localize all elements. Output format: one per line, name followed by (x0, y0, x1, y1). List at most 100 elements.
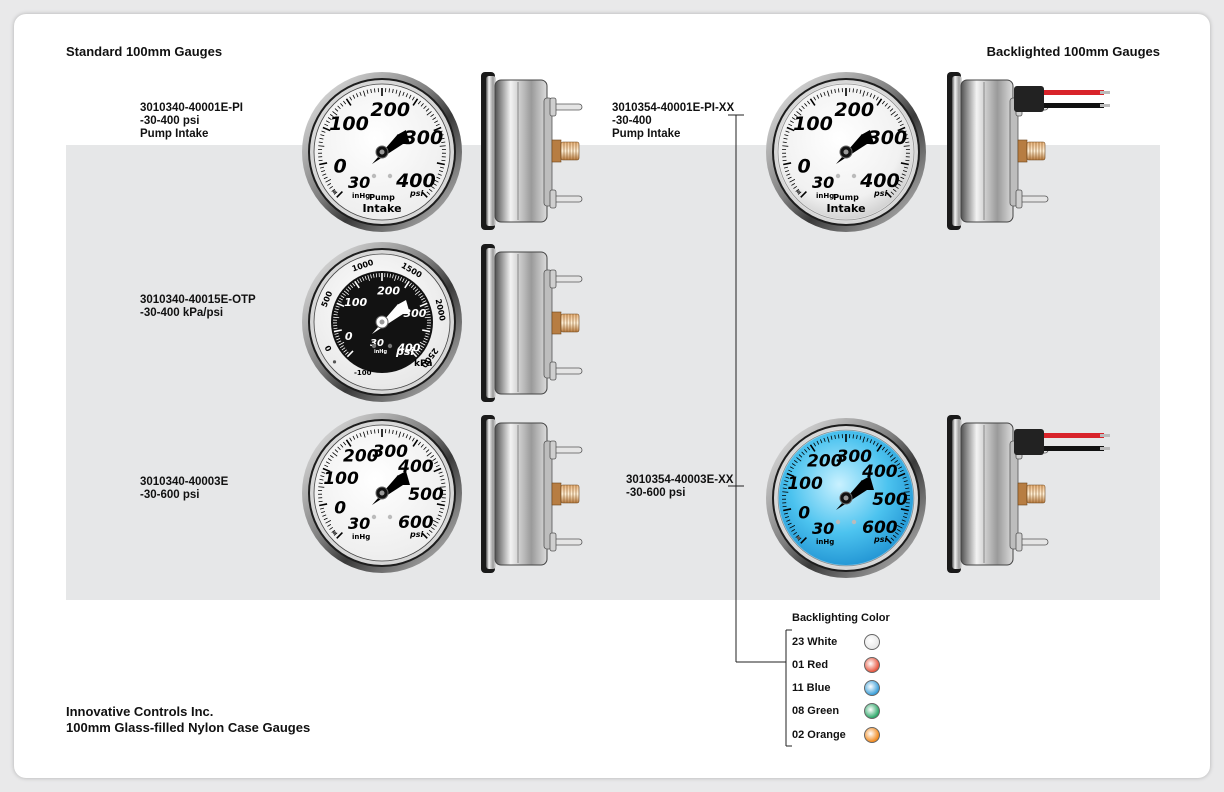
scale-tick (408, 94, 412, 99)
scale-tick (432, 117, 437, 120)
needle-hub-center (843, 149, 849, 155)
scale-tick (340, 345, 344, 348)
face-label-big: Intake (826, 202, 865, 215)
scale-tick (355, 434, 359, 439)
scale-tick (887, 451, 891, 456)
vacuum-unit: inHg (816, 538, 834, 546)
case-body (960, 79, 1014, 223)
scale-tick (795, 534, 800, 538)
scale-tick (318, 486, 325, 488)
scale-tick (421, 532, 428, 539)
face-label-big: Intake (362, 202, 401, 215)
scale-tick (319, 137, 324, 140)
vacuum-unit: inHg (374, 349, 387, 355)
needle-tip (861, 130, 874, 144)
scale-tick (321, 130, 326, 133)
scale-tick (830, 89, 833, 94)
scale-tick (441, 159, 446, 162)
fitting-hex (551, 139, 562, 163)
dial-dot (851, 173, 857, 179)
scale-tick (441, 141, 446, 144)
legend-item-label: 01 Red (792, 659, 829, 671)
scale-tick (890, 191, 895, 195)
scale-tick (320, 134, 325, 137)
unit-label: psi (409, 189, 423, 198)
scale-tick (441, 482, 446, 485)
scale-tick (337, 105, 341, 110)
scale-label: 0 (798, 504, 810, 524)
side-view-std-1 (481, 72, 583, 230)
scale-tick (905, 141, 910, 144)
scale-tick (787, 522, 792, 526)
scale-tick (905, 487, 910, 490)
scale-tick (439, 145, 446, 147)
scale-tick (352, 435, 356, 440)
scale-tick (866, 437, 869, 442)
scale-tick (436, 517, 441, 521)
scale-tick (332, 452, 338, 457)
scale-tick (902, 516, 907, 519)
scale-tick (436, 503, 445, 507)
scale-tick (324, 464, 329, 468)
scale-tick (364, 275, 367, 280)
scale-tick (329, 455, 334, 459)
scale-tick (786, 126, 795, 132)
scale-tick (785, 476, 790, 479)
scale-tick (783, 137, 788, 140)
scale-tick (436, 162, 445, 166)
needle-tip (397, 471, 410, 485)
scale-tick (425, 308, 430, 311)
vacuum-label: 30 (348, 514, 370, 533)
scale-tick (408, 282, 412, 287)
scale-tick (903, 145, 910, 147)
scale-tick (432, 519, 439, 524)
scale-tick (404, 279, 408, 284)
scale-tick (404, 280, 410, 289)
footer: Innovative Controls Inc. 100mm Glass-fil… (66, 704, 310, 736)
scale-tick (785, 130, 790, 133)
label-std-pump-intake: 3010340-40001E-PI -30-400 psi Pump Intak… (140, 102, 243, 141)
red-wire (1044, 433, 1104, 438)
mounting-clamp (549, 97, 557, 117)
scale-tick (341, 347, 346, 351)
scale-tick (423, 105, 427, 110)
swatch-white (864, 634, 880, 650)
scale-label: 200 (370, 99, 410, 121)
scale-label: 400 (395, 170, 436, 192)
scale-label: 500 (408, 485, 444, 505)
scale-tick (414, 290, 421, 296)
scale-tick (782, 487, 787, 490)
scale-tick (318, 141, 323, 144)
scale-tick (325, 461, 330, 465)
scale-tick (884, 103, 888, 107)
scale-tick (366, 430, 369, 435)
scale-tick (904, 483, 909, 486)
scale-tick (856, 434, 858, 440)
scale-tick (370, 274, 372, 279)
side-view-bl-2 (947, 415, 1110, 573)
swatch-green (864, 703, 880, 719)
scale-tick (366, 89, 369, 94)
scale-tick (327, 524, 332, 527)
scale-tick (804, 103, 808, 107)
part-number: 3010354-40003E-XX (626, 474, 734, 486)
wire-tip (1100, 104, 1110, 107)
vacuum-unit: inHg (352, 192, 370, 200)
scale-tick (389, 273, 392, 278)
scale-tick (352, 282, 356, 287)
scale-tick (881, 446, 885, 451)
mounting-clamp (1015, 532, 1023, 552)
scale-tick (869, 93, 873, 98)
dial-dot (835, 173, 841, 179)
scale-tick (325, 120, 330, 124)
scale-tick (432, 183, 437, 186)
scale-tick (793, 460, 798, 464)
scale-tick (433, 126, 442, 132)
scale-tick (896, 178, 903, 183)
scale-tick (333, 316, 340, 319)
scale-tick (337, 300, 342, 303)
scale-tick (405, 434, 409, 439)
scale-label: 500 (872, 490, 908, 510)
range: -30-400 (612, 115, 652, 127)
